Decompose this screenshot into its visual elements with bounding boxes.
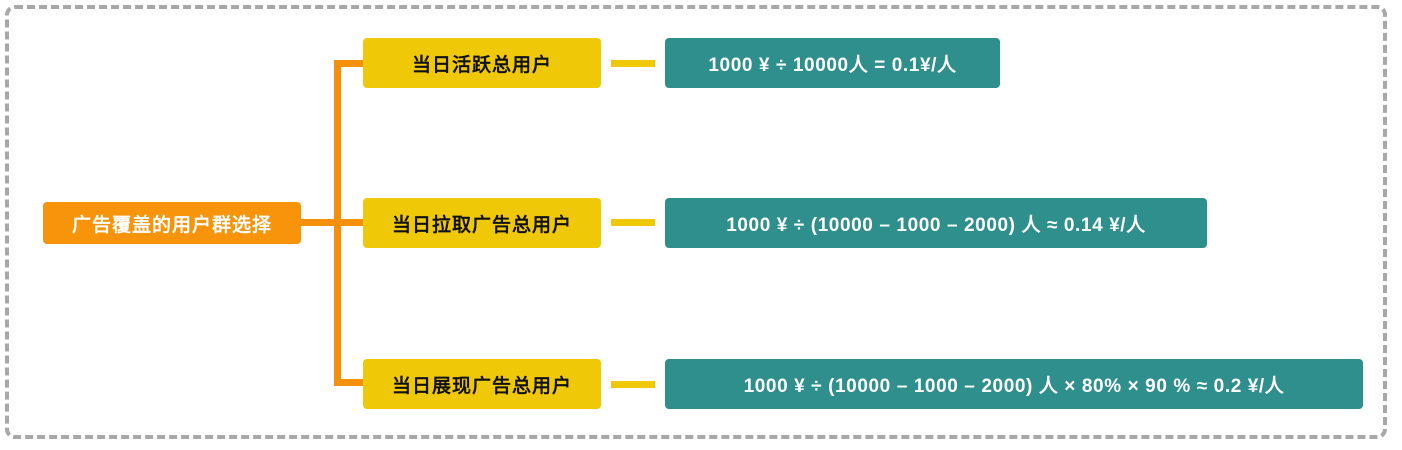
connector-link-2 — [611, 219, 655, 226]
connector-branch-3 — [334, 379, 364, 386]
connector-link-3 — [611, 381, 655, 388]
connector-link-1 — [611, 60, 655, 67]
root-node-ad-coverage-user-group[interactable]: 广告覆盖的用户群选择 — [43, 202, 301, 244]
connector-branch-1 — [334, 60, 364, 67]
branch-node-daily-ad-impression-users[interactable]: 当日展现广告总用户 — [363, 359, 601, 409]
formula-node-daily-ad-request-users[interactable]: 1000 ¥ ÷ (10000 – 1000 – 2000) 人 ≈ 0.14 … — [665, 198, 1207, 248]
branch-node-daily-ad-request-users[interactable]: 当日拉取广告总用户 — [363, 198, 601, 248]
dashed-border-frame — [5, 5, 1387, 439]
formula-node-daily-active-users[interactable]: 1000 ¥ ÷ 10000人 = 0.1¥/人 — [665, 38, 1000, 88]
connector-branch-2 — [334, 219, 364, 226]
connector-root-stub — [301, 219, 341, 226]
branch-node-daily-active-users[interactable]: 当日活跃总用户 — [363, 38, 601, 88]
formula-node-daily-ad-impression-users[interactable]: 1000 ¥ ÷ (10000 – 1000 – 2000) 人 × 80% ×… — [665, 359, 1363, 409]
